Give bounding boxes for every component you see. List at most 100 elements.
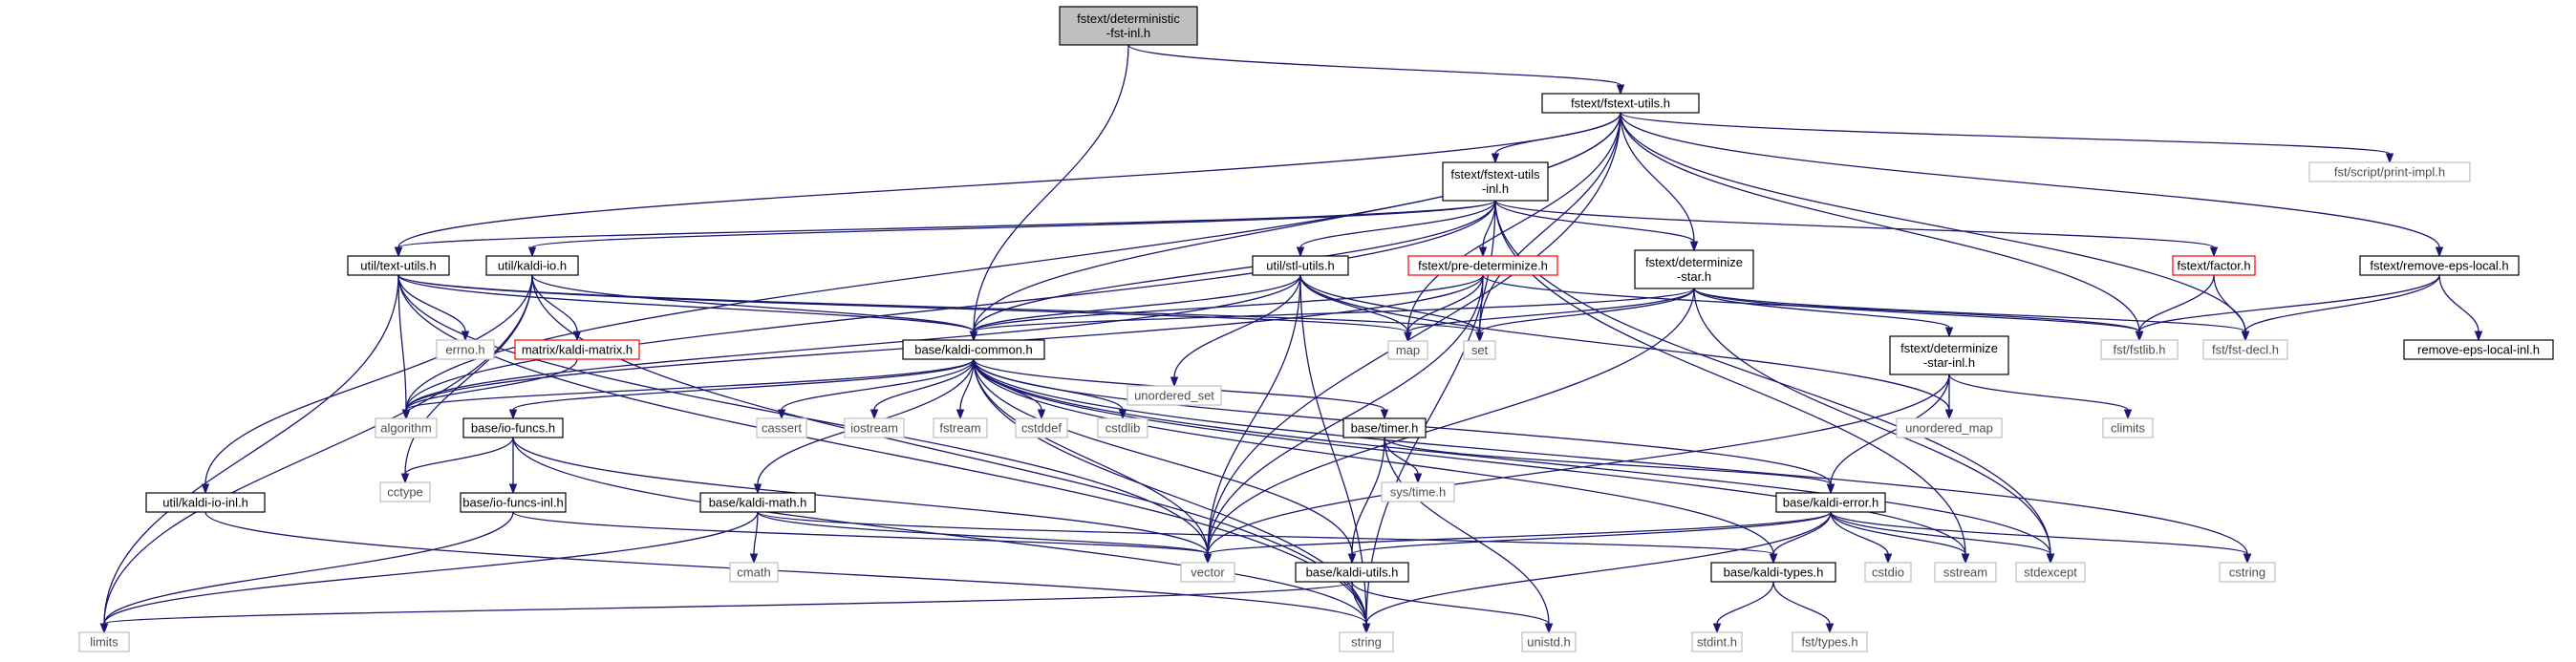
edge-line [1351, 581, 1367, 625]
node-text-utils[interactable]: util/text-utils.h [347, 255, 450, 276]
edge-kaldi_types-to-stdint [1712, 581, 1774, 634]
arrowhead [508, 483, 518, 495]
node-io-funcs[interactable]: base/io-funcs.h [462, 417, 564, 438]
edge-stl_utils-to-set [1299, 274, 1484, 343]
edge-line [1351, 437, 1385, 555]
node-label: util/text-utils.h [360, 259, 436, 273]
arrowhead [401, 409, 411, 420]
edge-timer-to-sys_time [1384, 437, 1423, 484]
arrowhead [508, 409, 518, 420]
node-sstream: sstream [1934, 562, 1997, 583]
arrowhead [2123, 409, 2133, 420]
edge-fstext_utils-to-determinize_star [1620, 112, 1699, 252]
node-label: fstream [939, 421, 980, 436]
edge-kaldi_io-to-kaldi_matrix [531, 274, 582, 342]
node-label: base/kaldi-types.h [1724, 566, 1824, 580]
node-label: -inl.h [1482, 182, 1509, 196]
node-label: stdexcept [2024, 566, 2077, 580]
edge-determinize_star-to-set [1475, 288, 1695, 343]
edge-line [1365, 511, 1832, 625]
edge-line [397, 274, 975, 332]
node-kaldi-io[interactable]: util/kaldi-io.h [485, 255, 579, 276]
edge-line [1620, 112, 2440, 248]
edge-determinize_star-to-fstlib [1693, 288, 2144, 342]
edge-line [1478, 288, 1695, 333]
edge-line [1406, 274, 1484, 333]
edge-line [512, 437, 1367, 625]
edge-line [1384, 437, 1832, 485]
node-label: cstdlib [1106, 421, 1141, 436]
node-pre-determinize[interactable]: fstext/pre-determinize.h [1407, 255, 1558, 276]
edge-line [2138, 274, 2215, 332]
node-fstext-utils[interactable]: fstext/fstext-utils.h [1541, 93, 1700, 114]
edge-line [2244, 274, 2440, 332]
node-box [1295, 562, 1409, 583]
arrowhead [2209, 246, 2219, 258]
node-box [1775, 492, 1886, 513]
edge-root-to-kaldi_common [969, 44, 1129, 342]
node-box [1934, 562, 1997, 583]
edge-line [1693, 288, 1950, 329]
node-label: util/stl-utils.h [1266, 259, 1335, 273]
edge-line [1620, 112, 2246, 332]
arrowhead [1413, 473, 1423, 484]
edge-line [1207, 274, 1484, 555]
arrowhead [1037, 409, 1046, 420]
node-cstdio: cstdio [1864, 562, 1912, 583]
node-cmath: cmath [729, 562, 779, 583]
edge-line [1299, 274, 1481, 333]
edge-line [531, 274, 578, 332]
arrowhead [527, 246, 537, 258]
node-label: cstring [2229, 566, 2265, 580]
edge-line [1830, 511, 1889, 555]
node-kaldi-error[interactable]: base/kaldi-error.h [1775, 492, 1886, 513]
node-label: stdint.h [1697, 635, 1737, 650]
node-fstext-utils-inl[interactable]: fstext/fstext-utils-inl.h [1442, 161, 1549, 202]
node-algorithm: algorithm [375, 417, 438, 438]
node-box [1541, 93, 1700, 114]
edge-line [1620, 112, 2391, 155]
node-label: limits [90, 635, 118, 650]
node-label: base/io-funcs.h [471, 421, 555, 436]
edge-line [973, 274, 1484, 332]
arrowhead [1491, 153, 1500, 164]
node-kaldi-utils[interactable]: base/kaldi-utils.h [1295, 562, 1409, 583]
node-label: cstddef [1021, 421, 1062, 436]
node-kaldi-matrix[interactable]: matrix/kaldi-matrix.h [514, 339, 640, 360]
edge-line [1406, 112, 1621, 333]
node-box [436, 339, 495, 360]
node-box [462, 417, 564, 438]
node-kaldi-io-inl[interactable]: util/kaldi-io-inl.h [145, 492, 266, 513]
arrowhead [749, 553, 759, 565]
node-box [1463, 340, 1496, 360]
node-label: string [1351, 635, 1382, 650]
node-determinize-star-inl[interactable]: fstext/determinize-star-inl.h [1889, 335, 2009, 375]
node-factor[interactable]: fstext/factor.h [2172, 255, 2256, 276]
node-determinize-star[interactable]: fstext/determinize-star.h [1634, 249, 1754, 289]
node-stl-utils[interactable]: util/stl-utils.h [1252, 255, 1349, 276]
node-label: iostream [850, 421, 898, 436]
edge-kaldi_io-to-string [531, 274, 1371, 634]
node-box [844, 417, 905, 438]
edge-line [103, 511, 514, 625]
arrowhead [1825, 623, 1835, 634]
node-box [1381, 481, 1455, 502]
node-label: fstext/pre-determinize.h [1418, 259, 1548, 273]
node-kaldi-types[interactable]: base/kaldi-types.h [1710, 562, 1836, 583]
node-io-funcs-inl[interactable]: base/io-funcs-inl.h [460, 492, 567, 513]
node-kaldi-math[interactable]: base/kaldi-math.h [699, 492, 816, 513]
edge-stl_utils-to-unordered_set [1170, 274, 1301, 388]
edge-line [781, 358, 975, 411]
node-kaldi-common[interactable]: base/kaldi-common.h [902, 339, 1045, 360]
edge-remove_eps_local-to-fstlib [2135, 274, 2440, 342]
arrowhead [394, 246, 403, 258]
edge-fstext_utils_inl-to-stl_utils [1296, 200, 1496, 258]
node-remove-eps-local-inl[interactable]: remove-eps-local-inl.h [2403, 339, 2554, 360]
edge-fstext_utils_inl-to-algorithm [401, 200, 1496, 420]
edge-line [1830, 374, 1950, 485]
node-box [347, 255, 450, 276]
node-remove-eps-local[interactable]: fstext/remove-eps-local.h [2359, 255, 2520, 276]
node-timer[interactable]: base/timer.h [1342, 417, 1427, 438]
edge-line [1620, 112, 2140, 332]
edge-line [1830, 511, 2051, 555]
